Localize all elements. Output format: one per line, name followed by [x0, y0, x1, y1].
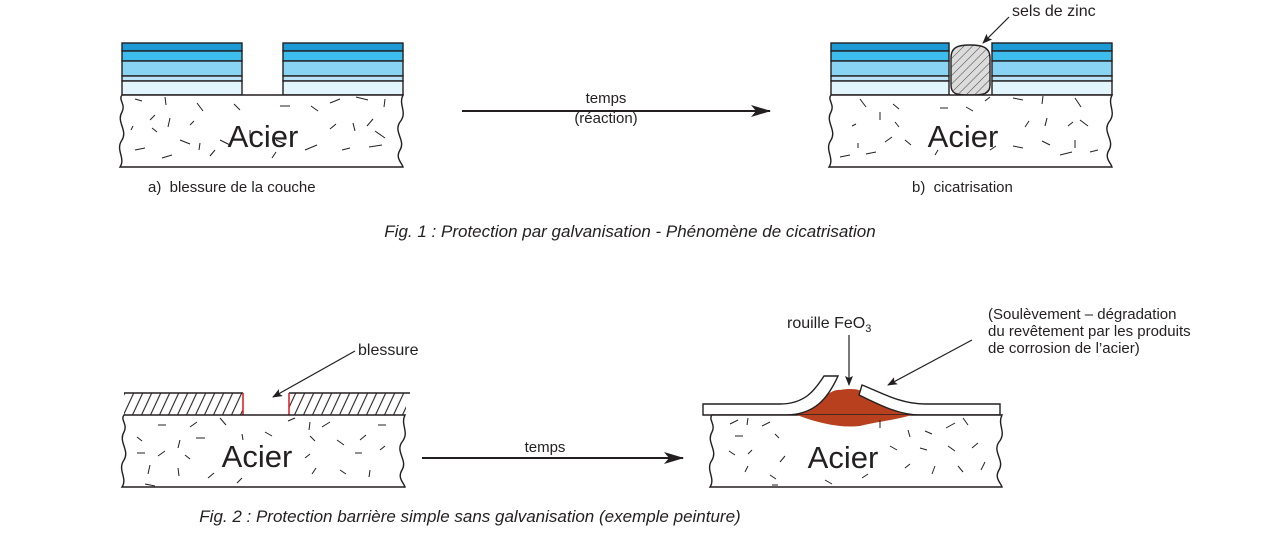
wound-callout: blessure	[358, 342, 419, 359]
fig1-time-arrow: temps (réaction)	[462, 90, 771, 127]
steel-substrate	[118, 94, 405, 168]
fig1-panel-b: Acier b) cicatrisation sels de zinc	[827, 3, 1114, 196]
lift-callout-line2: du revêtement par les produits	[988, 323, 1191, 340]
steel-texture	[136, 417, 386, 487]
callout-arrow-icon	[982, 16, 1010, 44]
zinc-salts-callout: sels de zinc	[1012, 3, 1096, 20]
coating-layers-right	[282, 42, 404, 96]
lift-callout-line3: de corrosion de l’acier)	[988, 340, 1140, 357]
fig1a-steel-label: Acier	[228, 119, 299, 154]
fig1b-steel-label: Acier	[928, 119, 999, 154]
coating-layers-left	[830, 42, 950, 96]
rust-callout-subscript: 3	[865, 323, 871, 335]
coating-layers-right	[991, 42, 1113, 96]
fig1-panel-a: Acier a) blessure de la couche	[118, 42, 405, 196]
fig1-arrow-label-line1: temps	[586, 90, 627, 107]
steel-texture	[728, 417, 986, 486]
fig1a-caption: a) blessure de la couche	[148, 179, 316, 196]
steel-substrate	[827, 94, 1114, 168]
rust-callout-text: rouille FeO	[787, 315, 865, 332]
paint-coating-right	[289, 393, 406, 415]
rust-callout: rouille FeO3	[787, 315, 871, 335]
steel-substrate	[120, 414, 407, 488]
paint-coating-left	[124, 393, 243, 415]
fig1-caption: Fig. 1 : Protection par galvanisation - …	[384, 222, 875, 241]
fig2-caption: Fig. 2 : Protection barrière simple sans…	[199, 507, 740, 526]
lift-callout-line1: (Soulèvement – dégradation	[988, 306, 1176, 323]
fig2a-steel-label: Acier	[222, 439, 293, 474]
steel-texture	[839, 95, 1099, 158]
callout-arrow-icon	[272, 350, 356, 398]
fig2-arrow-label: temps	[525, 439, 566, 456]
fig2-panel-a: Acier blessure	[120, 342, 419, 488]
callout-arrow-icon	[887, 339, 973, 386]
fig2-panel-b: Acier rouille FeO3 (Soulèvement – dégrad…	[702, 306, 1191, 488]
fig1-arrow-label-line2: (réaction)	[574, 110, 637, 127]
lifted-coating-left	[702, 375, 840, 416]
coating-layers-left	[121, 42, 243, 96]
steel-texture	[130, 96, 386, 159]
fig2b-steel-label: Acier	[808, 440, 879, 475]
fig2-time-arrow: temps	[422, 439, 684, 464]
rust-deposit-overlap	[797, 415, 912, 427]
zinc-salts-plug	[950, 44, 991, 96]
fig1b-caption: b) cicatrisation	[912, 179, 1013, 196]
